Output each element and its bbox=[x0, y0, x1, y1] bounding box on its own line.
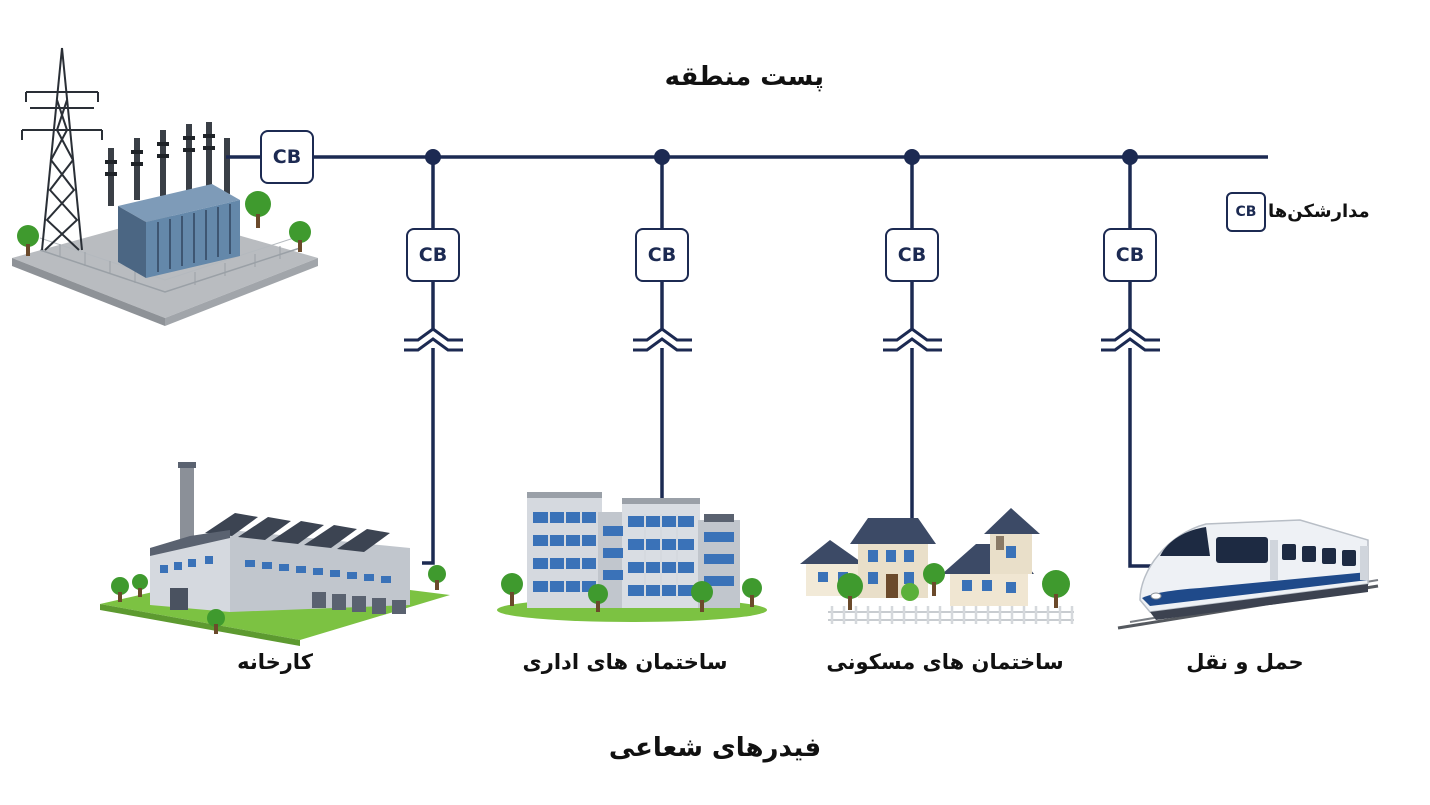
load-label-office: ساختمان های اداری bbox=[522, 650, 728, 674]
line-break-symbols bbox=[404, 327, 1160, 352]
train-icon bbox=[1117, 519, 1379, 630]
main-circuit-breaker: CB bbox=[260, 130, 314, 184]
feeder-circuit-breaker-residential: CB bbox=[885, 228, 939, 282]
factory-icon bbox=[100, 462, 450, 646]
diagram-title: پست منطقه bbox=[664, 62, 824, 92]
load-label-transport: حمل و نقل bbox=[1186, 650, 1304, 674]
legend-breaker-text: مدارشکن‌ها bbox=[1268, 201, 1370, 222]
busbar-lines bbox=[226, 155, 1268, 568]
diagram-footer: فیدرهای شعاعی bbox=[608, 733, 822, 763]
feeder-circuit-breaker-transport: CB bbox=[1103, 228, 1157, 282]
feeder-circuit-breaker-office: CB bbox=[635, 228, 689, 282]
feeder-circuit-breaker-factory: CB bbox=[406, 228, 460, 282]
legend-breaker-symbol: CB bbox=[1226, 192, 1266, 232]
load-label-factory: کارخانه bbox=[237, 650, 313, 674]
substation-icon bbox=[12, 47, 318, 326]
office-building-icon bbox=[497, 492, 767, 622]
bus-junction-dots bbox=[425, 149, 1138, 165]
load-label-residential: ساختمان های مسکونی bbox=[826, 650, 1064, 674]
residential-houses-icon bbox=[800, 508, 1074, 624]
